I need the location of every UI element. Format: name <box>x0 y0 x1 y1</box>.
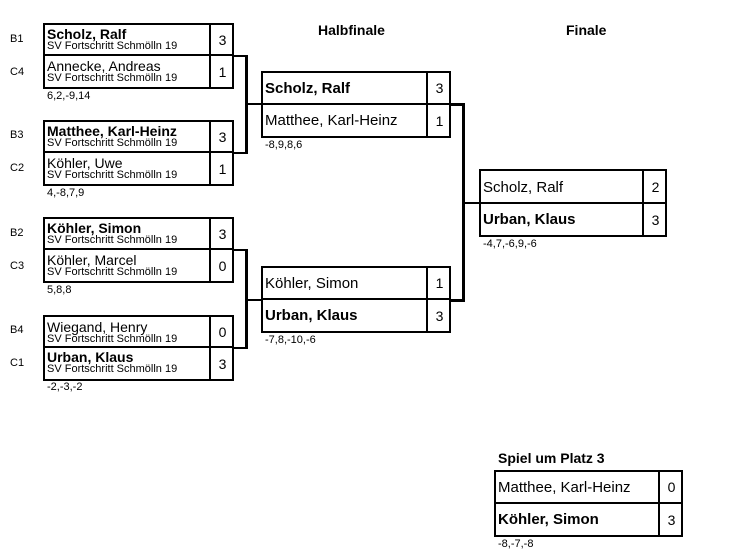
player-score: 1 <box>209 56 234 87</box>
match-r1-3: Köhler, Simon SV Fortschritt Schmölln 19… <box>43 217 234 283</box>
player-name: Urban, Klaus <box>265 307 358 324</box>
match-semi-2: Köhler, Simon 1 Urban, Klaus 3 <box>261 266 451 333</box>
player-name: Matthee, Karl-Heinz <box>498 479 631 496</box>
player-name: Scholz, Ralf <box>47 26 127 42</box>
player-row[interactable]: Scholz, Ralf SV Fortschritt Schmölln 19 … <box>45 25 232 56</box>
player-club: SV Fortschritt Schmölln 19 <box>47 169 178 181</box>
header-finale: Finale <box>566 22 607 38</box>
player-club: SV Fortschritt Schmölln 19 <box>47 40 178 52</box>
match-r1-1: Scholz, Ralf SV Fortschritt Schmölln 19 … <box>43 23 234 89</box>
player-score: 3 <box>209 25 234 54</box>
seed-label: C2 <box>10 162 25 174</box>
bracket-connector <box>449 299 465 302</box>
bracket-connector <box>449 103 465 106</box>
player-name: Köhler, Simon <box>47 220 142 236</box>
bracket-connector <box>232 152 247 154</box>
player-name: Wiegand, Henry <box>47 319 148 335</box>
player-name: Annecke, Andreas <box>47 58 161 74</box>
match-result: -2,-3,-2 <box>47 381 83 393</box>
seed-label: C3 <box>10 260 25 272</box>
player-name: Urban, Klaus <box>47 349 134 365</box>
player-row[interactable]: Köhler, Simon 1 <box>263 268 449 300</box>
player-club: SV Fortschritt Schmölln 19 <box>47 72 178 84</box>
bracket-connector <box>232 249 247 251</box>
player-row[interactable]: Urban, Klaus 3 <box>481 204 665 235</box>
bracket-connector <box>232 55 247 57</box>
seed-label: B1 <box>10 33 24 45</box>
bracket-connector <box>245 103 262 105</box>
player-row[interactable]: Urban, Klaus SV Fortschritt Schmölln 19 … <box>45 348 232 379</box>
player-row[interactable]: Wiegand, Henry SV Fortschritt Schmölln 1… <box>45 317 232 348</box>
player-row[interactable]: Matthee, Karl-Heinz 0 <box>496 472 681 504</box>
player-score: 0 <box>209 317 234 346</box>
match-final: Scholz, Ralf 2 Urban, Klaus 3 <box>479 169 667 237</box>
player-name: Urban, Klaus <box>483 211 576 228</box>
player-row[interactable]: Köhler, Simon 3 <box>496 504 681 535</box>
match-r1-2: Matthee, Karl-Heinz SV Fortschritt Schmö… <box>43 120 234 186</box>
header-halbfinale: Halbfinale <box>318 22 385 38</box>
player-score: 3 <box>209 348 234 379</box>
player-score: 3 <box>658 504 683 535</box>
player-row[interactable]: Köhler, Simon SV Fortschritt Schmölln 19… <box>45 219 232 250</box>
player-score: 3 <box>642 204 667 235</box>
player-row[interactable]: Scholz, Ralf 2 <box>481 171 665 204</box>
bracket-connector <box>462 202 480 204</box>
player-row[interactable]: Matthee, Karl-Heinz 1 <box>263 105 449 136</box>
player-name: Matthee, Karl-Heinz <box>265 112 398 129</box>
player-score: 0 <box>658 472 683 502</box>
match-result: -4,7,-6,9,-6 <box>483 238 537 250</box>
player-score: 1 <box>426 268 451 298</box>
player-score: 2 <box>642 171 667 202</box>
player-score: 3 <box>426 73 451 103</box>
seed-label: C4 <box>10 66 25 78</box>
player-score: 3 <box>209 219 234 248</box>
seed-label: B3 <box>10 129 24 141</box>
player-name: Köhler, Marcel <box>47 252 137 268</box>
player-score: 1 <box>209 153 234 184</box>
player-score: 3 <box>426 300 451 331</box>
player-name: Matthee, Karl-Heinz <box>47 123 177 139</box>
player-name: Scholz, Ralf <box>265 80 351 97</box>
player-score: 3 <box>209 122 234 151</box>
seed-label: C1 <box>10 357 25 369</box>
match-result: 5,8,8 <box>47 284 72 296</box>
player-name: Scholz, Ralf <box>483 179 564 196</box>
player-name: Köhler, Simon <box>498 511 599 528</box>
player-score: 1 <box>426 105 451 136</box>
player-name: Köhler, Simon <box>265 275 359 292</box>
player-row[interactable]: Köhler, Uwe SV Fortschritt Schmölln 19 1 <box>45 153 232 184</box>
match-result: 6,2,-9,14 <box>47 90 91 102</box>
player-score: 0 <box>209 250 234 281</box>
player-name: Köhler, Uwe <box>47 155 123 171</box>
seed-label: B4 <box>10 324 24 336</box>
player-row[interactable]: Matthee, Karl-Heinz SV Fortschritt Schmö… <box>45 122 232 153</box>
match-semi-1: Scholz, Ralf 3 Matthee, Karl-Heinz 1 <box>261 71 451 138</box>
player-club: SV Fortschritt Schmölln 19 <box>47 363 178 375</box>
bracket-connector <box>245 299 262 301</box>
player-club: SV Fortschritt Schmölln 19 <box>47 234 178 246</box>
match-r1-4: Wiegand, Henry SV Fortschritt Schmölln 1… <box>43 315 234 381</box>
player-row[interactable]: Urban, Klaus 3 <box>263 300 449 331</box>
match-result: 4,-8,7,9 <box>47 187 85 199</box>
player-row[interactable]: Annecke, Andreas SV Fortschritt Schmölln… <box>45 56 232 87</box>
player-row[interactable]: Köhler, Marcel SV Fortschritt Schmölln 1… <box>45 250 232 281</box>
match-result: -8,9,8,6 <box>265 139 303 151</box>
bracket-connector <box>232 347 247 349</box>
header-platz3: Spiel um Platz 3 <box>498 450 605 466</box>
player-row[interactable]: Scholz, Ralf 3 <box>263 73 449 105</box>
match-result: -7,8,-10,-6 <box>265 334 316 346</box>
player-club: SV Fortschritt Schmölln 19 <box>47 333 178 345</box>
player-club: SV Fortschritt Schmölln 19 <box>47 266 178 278</box>
match-result: -8,-7,-8 <box>498 538 534 550</box>
seed-label: B2 <box>10 227 24 239</box>
match-third-place: Matthee, Karl-Heinz 0 Köhler, Simon 3 <box>494 470 683 537</box>
player-club: SV Fortschritt Schmölln 19 <box>47 137 178 149</box>
